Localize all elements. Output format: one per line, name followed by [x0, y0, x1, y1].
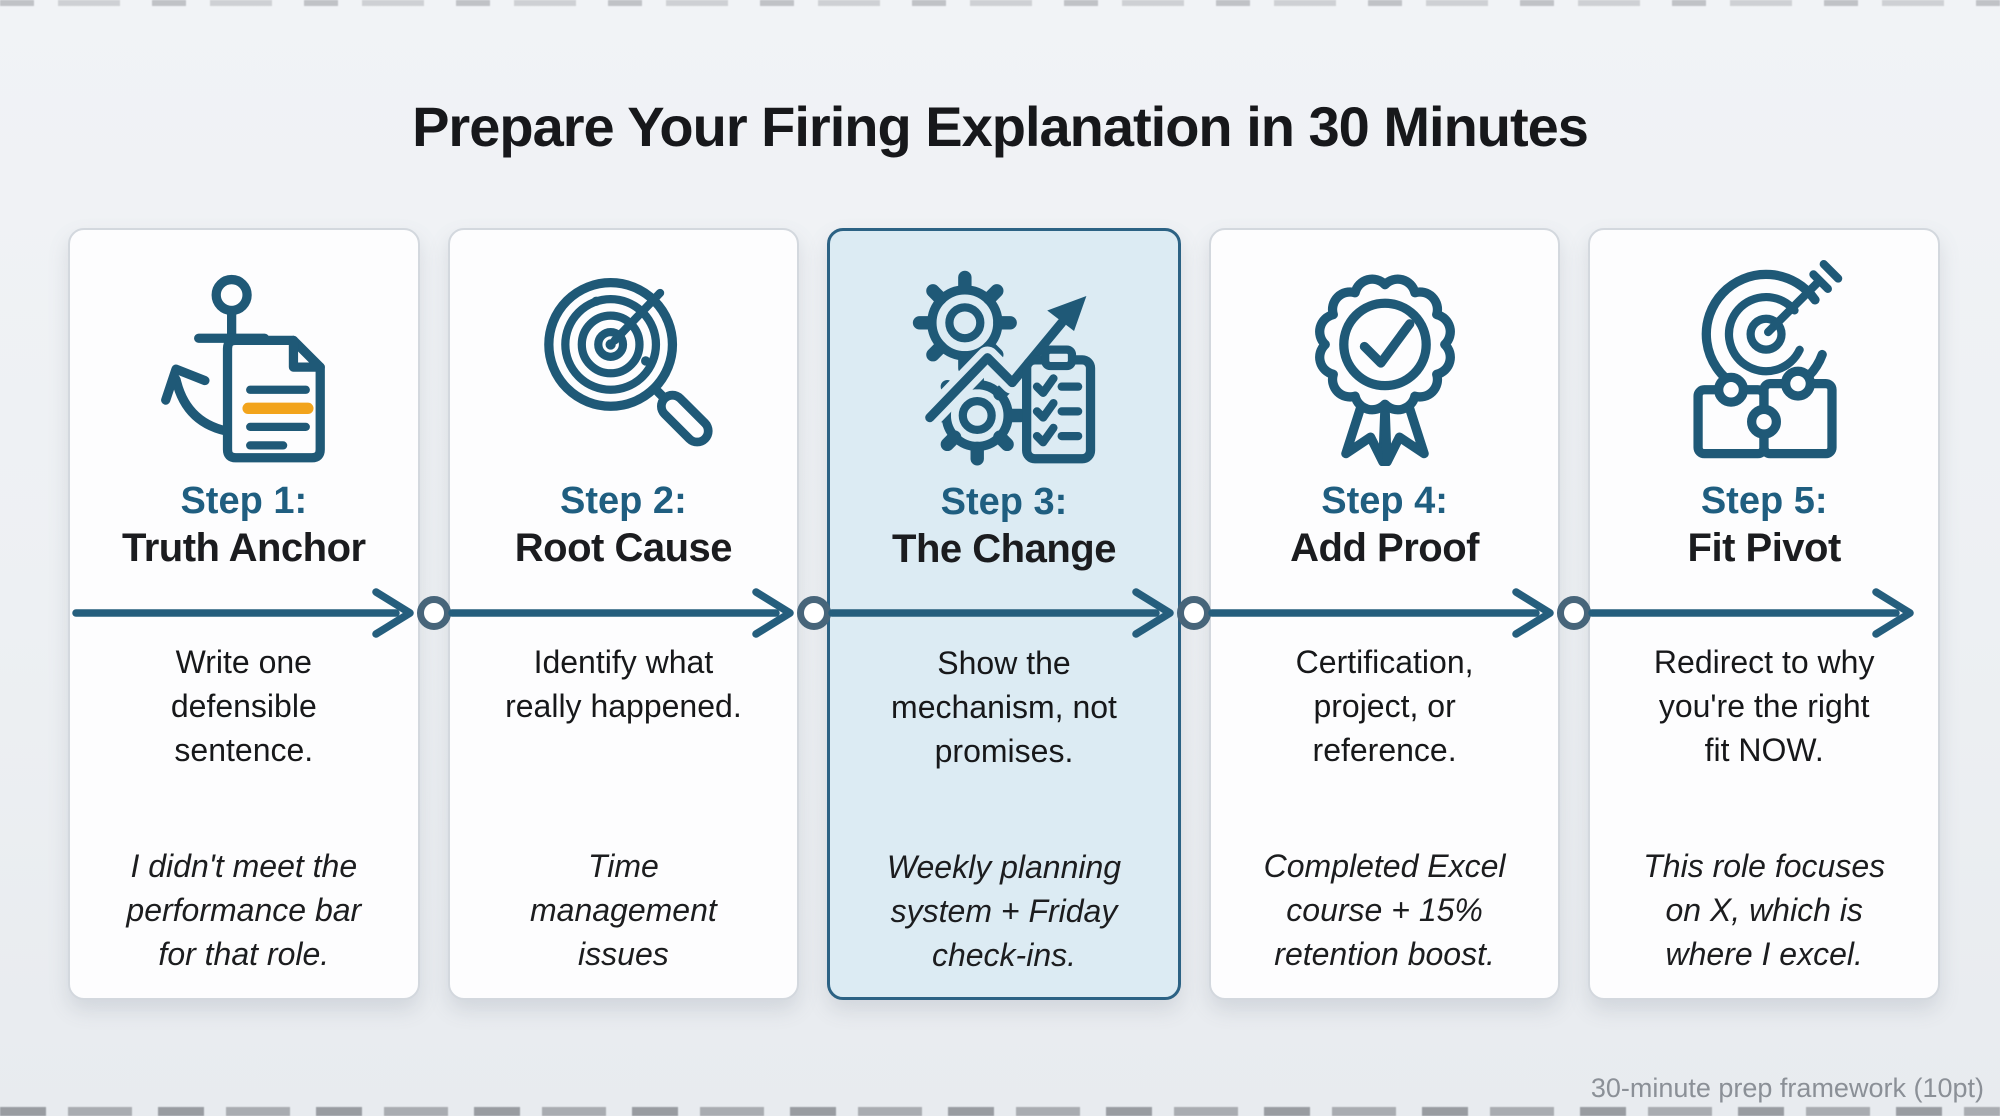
- step-description: Write one defensible sentence.: [170, 644, 317, 769]
- award-badge-check-icon: [1314, 274, 1455, 466]
- step-description: Identify what really happened.: [505, 644, 742, 725]
- anchor-document-icon: [160, 274, 325, 463]
- step-name: Root Cause: [514, 526, 733, 570]
- step-card-5: Step 5: Fit Pivot Redirect to why you're…: [1588, 228, 1940, 1000]
- step-label: Step 5:: [1700, 480, 1828, 522]
- cropped-text-artifact-bottom: [0, 1107, 2000, 1116]
- steps-row: Step 1: Truth Anchor Write one defensibl…: [68, 228, 1940, 1000]
- target-dart-puzzle-icon: [1693, 260, 1843, 459]
- cropped-text-artifact-top: [0, 0, 2000, 6]
- step-example: Time management issues: [530, 848, 717, 973]
- step-card-3: Step 3: The Change Show the mechanism, n…: [827, 228, 1181, 1000]
- step-card-2: Step 2: Root Cause Identify what really …: [447, 228, 800, 1000]
- step-card-4: Step 4: Add Proof Certification, project…: [1208, 228, 1561, 1000]
- gears-growth-arrow-clipboard-icon: [912, 270, 1096, 466]
- step-label: Step 4:: [1321, 480, 1448, 522]
- step-description: Show the mechanism, not promises.: [891, 645, 1117, 770]
- step-example: Weekly planning system + Friday check-in…: [886, 849, 1122, 974]
- step-example: Completed Excel course + 15% retention b…: [1263, 848, 1506, 973]
- step-example: I didn't meet the performance bar for th…: [126, 848, 362, 973]
- footer-note: 30-minute prep framework (10pt): [1590, 1073, 1984, 1103]
- magnifier-target-icon: [544, 278, 714, 447]
- step-description: Redirect to why you're the right fit NOW…: [1653, 644, 1875, 769]
- step-name: Fit Pivot: [1687, 526, 1842, 570]
- step-example: This role focuses on X, which is where I…: [1643, 848, 1886, 973]
- step-card-1: Step 1: Truth Anchor Write one defensibl…: [68, 228, 420, 1000]
- step-label: Step 2:: [560, 480, 687, 522]
- step-name: The Change: [892, 527, 1116, 571]
- step-description: Certification, project, or reference.: [1295, 644, 1474, 769]
- step-label: Step 1:: [180, 480, 308, 522]
- step-label: Step 3:: [940, 481, 1068, 523]
- step-name: Truth Anchor: [121, 526, 366, 570]
- page-title: Prepare Your Firing Explanation in 30 Mi…: [412, 94, 1589, 158]
- step-name: Add Proof: [1290, 526, 1479, 570]
